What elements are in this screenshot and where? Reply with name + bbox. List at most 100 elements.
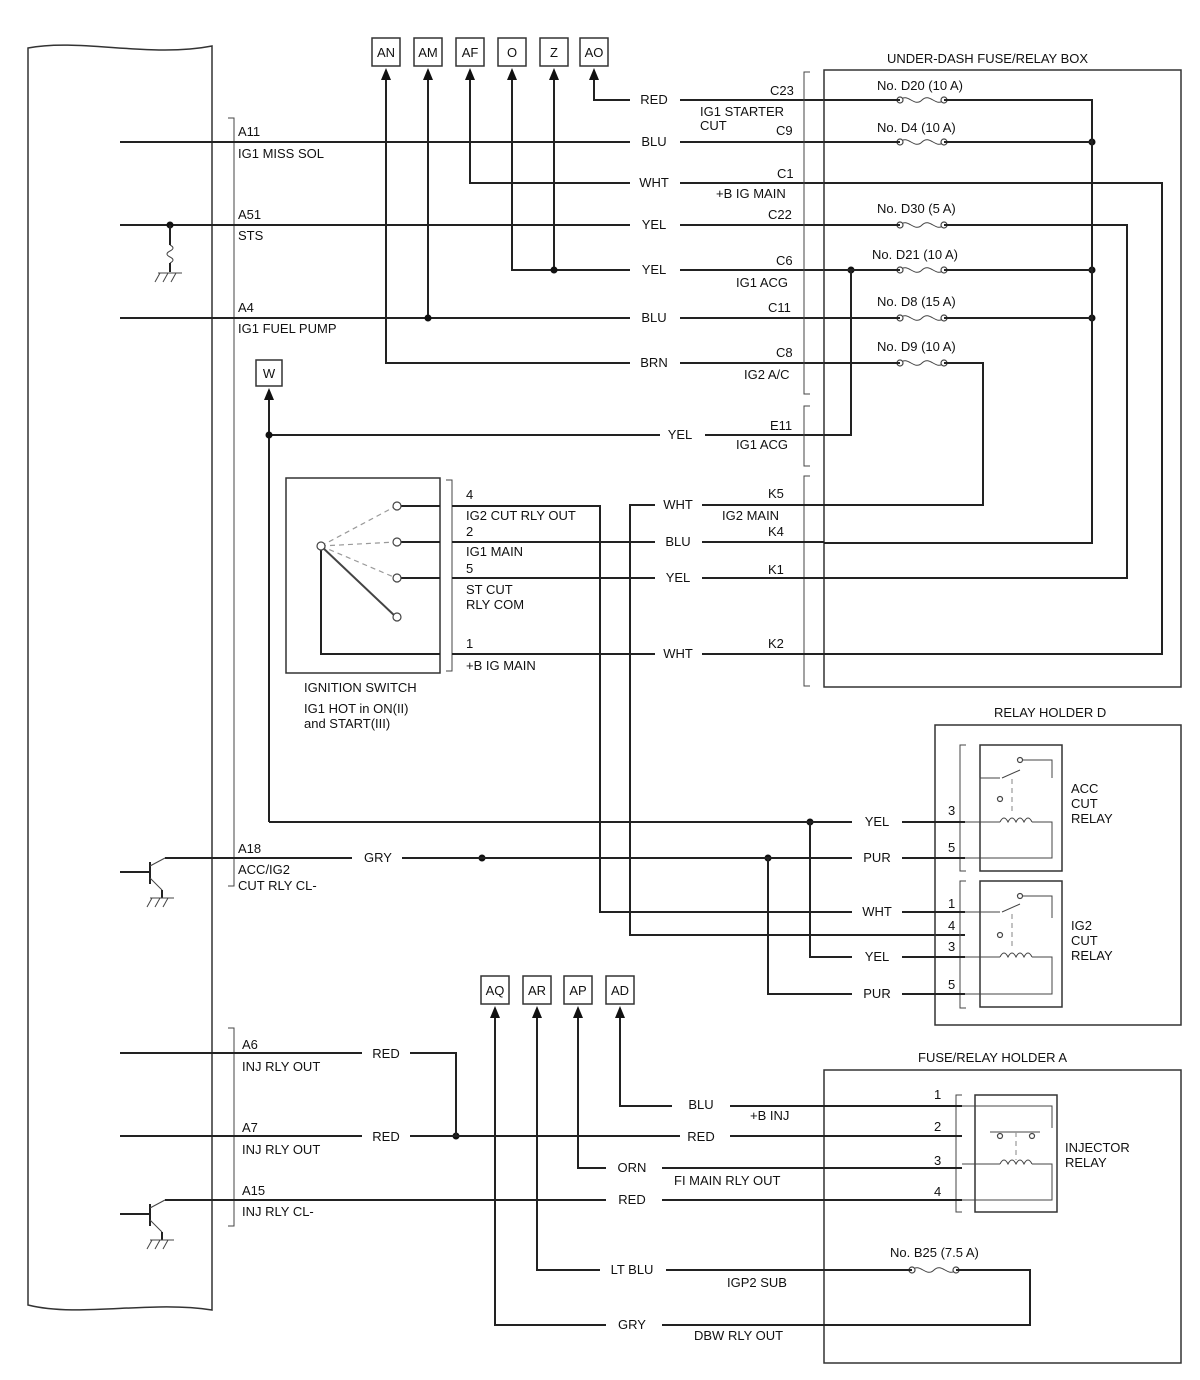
terminal-pin: K2 — [768, 636, 784, 651]
relay-label: RELAY — [1065, 1155, 1107, 1170]
fuse-label: No. D30 (5 A) — [877, 201, 956, 216]
wire-color: YEL — [642, 262, 667, 277]
ecm-pin-name: IG1 FUEL PUMP — [238, 321, 336, 336]
relay-pin: 3 — [948, 803, 955, 818]
wire-name: DBW RLY OUT — [694, 1328, 783, 1343]
ecm-pin-name: INJ RLY OUT — [242, 1142, 320, 1157]
holder-pin: 3 — [934, 1153, 941, 1168]
fuse-icon — [896, 266, 948, 274]
wire-color: WHT — [862, 904, 892, 919]
ecm-pin-name: ACC/IG2 — [238, 862, 290, 877]
relay-label: RELAY — [1071, 948, 1113, 963]
ignition-switch-pin-labels: 4 IG2 CUT RLY OUT 2 IG1 MAIN 5 ST CUT RL… — [466, 487, 576, 673]
relay-label: RELAY — [1071, 811, 1113, 826]
fuse-box-title: UNDER-DASH FUSE/RELAY BOX — [887, 51, 1088, 66]
terminal-name: CUT — [700, 118, 727, 133]
ecm-pin-name: INJ RLY CL- — [242, 1204, 314, 1219]
ignition-switch-note: IG1 HOT in ON(II) — [304, 701, 409, 716]
ecm-pin-name: STS — [238, 228, 264, 243]
terminal-pin: C6 — [776, 253, 793, 268]
terminal-pin: C11 — [768, 300, 791, 315]
ig2-cut-relay: IG2 CUT RELAY — [965, 880, 1113, 1008]
wire-color: WHT — [639, 175, 669, 190]
acc-cut-relay: ACC CUT RELAY — [965, 744, 1113, 872]
fuse-relay-holder-a: FUSE/RELAY HOLDER A — [823, 1050, 1182, 1364]
wire-color: WHT — [663, 646, 693, 661]
relay-label: IG2 — [1071, 918, 1092, 933]
switch-pin-name: +B IG MAIN — [466, 658, 536, 673]
wire-color: YEL — [642, 217, 667, 232]
switch-pin: 5 — [466, 561, 473, 576]
ecm-connector-brackets — [228, 117, 235, 1227]
ecm-pin: A18 — [238, 841, 261, 856]
fuse-icon — [896, 221, 948, 229]
wire-color: YEL — [668, 427, 693, 442]
wire-color: YEL — [865, 949, 890, 964]
fuse-label: No. D8 (15 A) — [877, 294, 956, 309]
terminal-pin: C1 — [777, 166, 794, 181]
ecm-pin-name: INJ RLY OUT — [242, 1059, 320, 1074]
wire-color: BRN — [640, 355, 667, 370]
wire-color: GRY — [618, 1317, 646, 1332]
fuse-box-terminal-labels: C23 IG1 STARTER CUT C9 C1 +B IG MAIN C22… — [700, 83, 794, 452]
holder-a-labels: RED RED BLU +B INJ 1 RED 2 ORN FI MAIN R… — [372, 1046, 941, 1343]
wire-color: ORN — [618, 1160, 647, 1175]
connector-label: Z — [550, 45, 558, 60]
holder-pin: 2 — [934, 1119, 941, 1134]
relay-pin: 5 — [948, 977, 955, 992]
relay-d-labels: GRY YEL 3 PUR 5 WHT 1 4 YEL 3 PUR 5 — [364, 803, 955, 1001]
terminal-pin: C8 — [776, 345, 793, 360]
terminal-pin: K4 — [768, 524, 784, 539]
ecm-outline — [27, 44, 213, 1311]
ignition-switch-title: IGNITION SWITCH — [304, 680, 417, 695]
relay-pin: 1 — [948, 896, 955, 911]
wire-color: LT BLU — [611, 1262, 654, 1277]
ecm-pin-labels: A11 IG1 MISS SOL A51 STS A4 IG1 FUEL PUM… — [238, 124, 336, 1219]
wires-bottom — [212, 1018, 1031, 1326]
wire-color: BLU — [665, 534, 690, 549]
fuse-relay-box: UNDER-DASH FUSE/RELAY BOX — [803, 51, 1182, 688]
ecm-pin: A11 — [238, 124, 260, 139]
connector-label: W — [263, 366, 276, 381]
ecm-pin-name: IG1 MISS SOL — [238, 146, 324, 161]
connector-label: AD — [611, 983, 629, 998]
ecm-pin: A7 — [242, 1120, 258, 1135]
connector-label: AN — [377, 45, 395, 60]
transistor-icon — [120, 857, 212, 908]
terminal-pin: C9 — [776, 123, 793, 138]
relay-holder-d-title: RELAY HOLDER D — [994, 705, 1106, 720]
ecm-pin-stubs — [120, 141, 212, 1137]
switch-pin-name: IG1 MAIN — [466, 544, 523, 559]
relay-label: INJECTOR — [1065, 1140, 1130, 1155]
terminal-pin: C22 — [768, 207, 792, 222]
terminal-pin: K5 — [768, 486, 784, 501]
holder-pin: 4 — [934, 1184, 941, 1199]
top-connectors: AN AM AF O Z AO — [371, 37, 609, 67]
wire-color: RED — [372, 1129, 399, 1144]
injector-relay: INJECTOR RELAY — [962, 1094, 1130, 1213]
terminal-name: +B IG MAIN — [716, 186, 786, 201]
relay-pin: 4 — [948, 918, 955, 933]
connector-label: AP — [569, 983, 586, 998]
wire-color: PUR — [863, 850, 890, 865]
wires-relay-d — [212, 821, 965, 995]
wire-color: RED — [687, 1129, 714, 1144]
fuse-label: No. D20 (10 A) — [877, 78, 963, 93]
arrow-heads — [264, 68, 625, 1018]
switch-pin-name: IG2 CUT RLY OUT — [466, 508, 576, 523]
wire-color: RED — [618, 1192, 645, 1207]
fuse-icon — [896, 314, 948, 322]
switch-pin: 4 — [466, 487, 473, 502]
switch-pin-name: ST CUT — [466, 582, 513, 597]
fuse-label: No. D9 (10 A) — [877, 339, 956, 354]
switch-pin-name: RLY COM — [466, 597, 524, 612]
wire-color: BLU — [688, 1097, 713, 1112]
wire-color: GRY — [364, 850, 392, 865]
bottom-connectors: AQ AR AP AD — [480, 975, 635, 1005]
fuse-label: No. B25 (7.5 A) — [890, 1245, 979, 1260]
wire-color: RED — [372, 1046, 399, 1061]
connector-w: W — [255, 359, 283, 387]
connector-label: AQ — [486, 983, 505, 998]
connector-label: AM — [418, 45, 438, 60]
ecm-pin-name: CUT RLY CL- — [238, 878, 317, 893]
